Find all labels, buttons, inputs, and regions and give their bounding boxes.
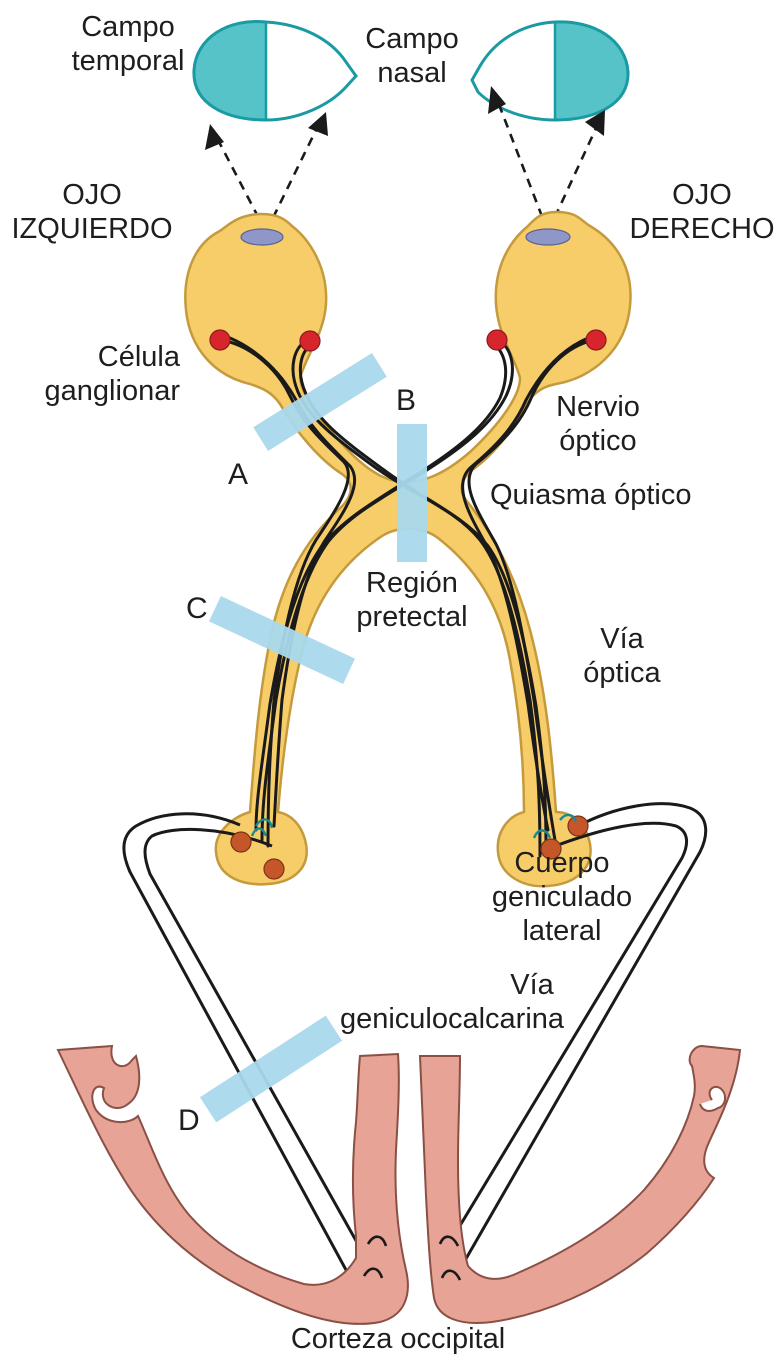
label-corteza-occipital: Corteza occipital	[291, 1322, 505, 1356]
lgn-cell-left-upper	[231, 832, 251, 852]
label-cuerpo-geniculado-lateral: Cuerpo geniculado lateral	[492, 846, 632, 948]
lesion-bar-d	[200, 1016, 342, 1123]
lesion-bar-b	[397, 424, 427, 562]
ganglion-cell-right-temporal	[586, 330, 606, 350]
label-campo-nasal: Campo nasal	[365, 22, 459, 90]
label-celula-ganglionar: Célula ganglionar	[45, 340, 180, 408]
ganglion-cell-left-nasal	[300, 331, 320, 351]
lesion-label-a: A	[228, 458, 248, 492]
left-visual-field	[194, 21, 356, 120]
label-ojo-derecho: OJO DERECHO	[629, 178, 774, 246]
lesion-label-c: C	[186, 592, 208, 626]
lesion-label-b: B	[396, 384, 416, 418]
label-quiasma-optico: Quiasma óptico	[490, 478, 692, 512]
right-eye-lens	[526, 229, 570, 245]
label-region-pretectal: Región pretectal	[356, 566, 467, 634]
label-via-optica: Vía óptica	[583, 622, 660, 690]
lgn-cell-right-upper	[568, 816, 588, 836]
lgn-cell-left-lower	[264, 859, 284, 879]
right-occipital-cortex	[420, 1046, 740, 1323]
ganglion-cell-right-nasal	[487, 330, 507, 350]
label-nervio-optico: Nervio óptico	[556, 390, 640, 458]
lesion-label-d: D	[178, 1104, 200, 1138]
ganglion-cell-left-temporal	[210, 330, 230, 350]
label-ojo-izquierdo: OJO IZQUIERDO	[11, 178, 172, 246]
right-temporal-field-shaded	[555, 22, 628, 120]
left-temporal-field-shaded	[194, 21, 266, 120]
left-eye-lens	[241, 229, 283, 245]
label-via-geniculocalcarina: Vía geniculocalcarina	[340, 968, 564, 1036]
label-campo-temporal: Campo temporal	[72, 10, 185, 78]
